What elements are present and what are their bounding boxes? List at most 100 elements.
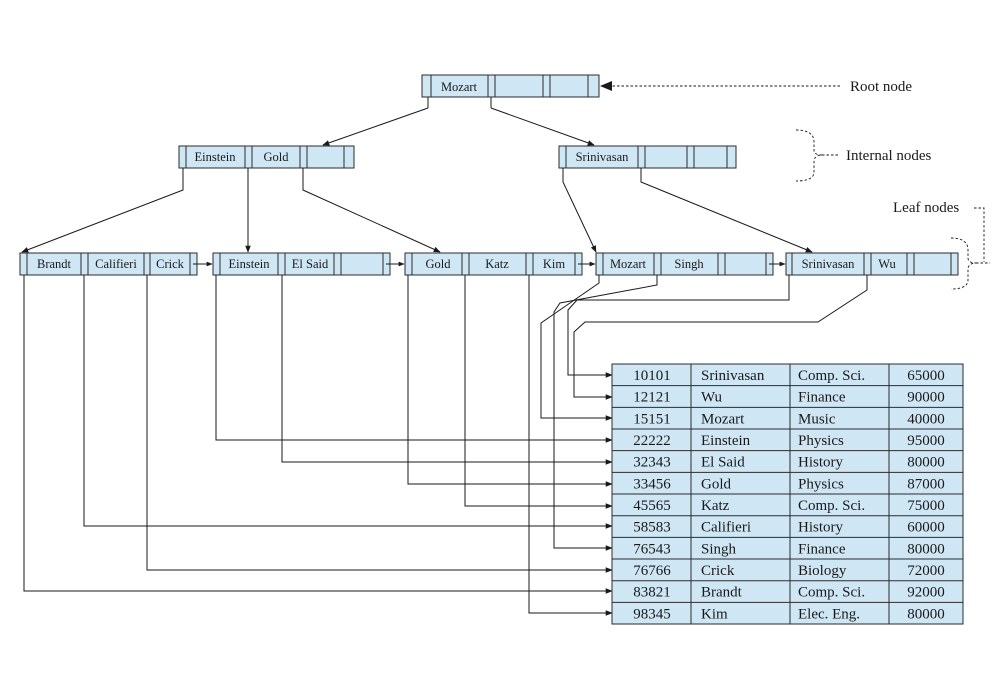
table-cell-salary: 75000 [907,498,945,514]
table-cell-id: 98345 [633,606,671,622]
pointer-srinivasan [567,275,790,378]
pointer-mozart [540,275,613,421]
table-cell-id: 12121 [633,390,671,406]
table-cell-id: 15151 [633,411,671,427]
pointer-el-said [281,275,613,465]
table-cell-name: Wu [701,390,723,406]
leaf-node-4: Mozart Singh [595,252,774,276]
leaf-1-key-3: Crick [156,257,185,271]
labels: Root node Internal nodes Leaf nodes [600,79,990,290]
table-cell-name: Crick [701,563,735,579]
edge-root-to-internal-1 [322,107,429,146]
internal-node-srinivasan: Srinivasan [558,145,737,169]
table-cell-name: Gold [701,476,732,492]
table-cell-salary: 80000 [907,541,945,557]
table-cell-dept: Physics [798,433,844,449]
table-cell-id: 33456 [633,476,671,492]
pointer-wu [573,275,868,400]
leaf-label-leader [974,207,985,262]
leaf-node-1: Brandt Califieri Crick [19,252,198,276]
table-cell-salary: 72000 [907,563,945,579]
pointer-kim [528,275,613,616]
internal-2-key-1: Srinivasan [576,150,630,164]
pointer-brandt [23,275,613,594]
table-cell-name: Einstein [701,433,751,449]
root-node-label: Root node [850,79,912,95]
leaf-2-key-2: El Said [292,257,329,271]
table-cell-dept: Physics [798,476,844,492]
table-cell-salary: 95000 [907,433,945,449]
edge-int2-to-leaf-4 [562,168,597,253]
internal-1-key-2: Gold [264,150,290,164]
pointer-singh [553,275,658,551]
leaf-5-key-2: Wu [878,257,896,271]
table-cell-id: 58583 [633,520,671,536]
leaf-node-3: Gold Katz Kim [404,252,583,276]
table-cell-salary: 90000 [907,390,945,406]
table-cell-name: Califieri [701,520,751,536]
table-cell-name: Brandt [701,585,743,601]
root-key-1: Mozart [441,80,478,94]
tree-edges [21,97,813,267]
table-cell-id: 22222 [633,433,671,449]
internal-nodes-label: Internal nodes [846,148,932,164]
table-cell-salary: 60000 [907,520,945,536]
table-cell-salary: 65000 [907,368,945,384]
leaf-4-key-2: Singh [674,257,704,271]
table-cell-dept: Comp. Sci. [798,585,865,601]
edge-int1-to-leaf-1 [21,168,184,253]
table-cell-id: 10101 [633,368,671,384]
edge-int1-to-leaf-3 [302,168,441,253]
leaf-5-key-1: Srinivasan [802,257,856,271]
leaf-3-key-3: Kim [543,257,566,271]
table-cell-dept: Music [798,411,836,427]
leaf-3-key-1: Gold [426,257,452,271]
table-cell-id: 83821 [633,585,671,601]
table-cell-salary: 40000 [907,411,945,427]
edge-int2-to-leaf-5 [640,168,813,253]
root-label-arrowhead [600,81,612,91]
leaf-4-key-1: Mozart [610,257,647,271]
pointer-katz [464,275,613,509]
table-cell-name: Katz [701,498,730,514]
pointer-califieri [83,275,613,529]
leaf-3-key-2: Katz [485,257,509,271]
table-cell-salary: 80000 [907,455,945,471]
table-cell-name: Kim [701,606,728,622]
edge-root-to-internal-2 [490,107,595,146]
table-cell-dept: Biology [798,563,847,579]
table-cell-id: 76766 [633,563,671,579]
table-cell-id: 45565 [633,498,671,514]
table-cell-salary: 87000 [907,476,945,492]
pointer-crick [146,275,613,573]
table-cell-dept: Comp. Sci. [798,368,865,384]
leaf-2-key-1: Einstein [229,257,271,271]
table-cell-dept: History [798,455,844,471]
table-cell-name: Singh [701,541,737,557]
table-cell-dept: Finance [798,541,846,557]
table-cell-id: 32343 [633,455,671,471]
table-cell-dept: Finance [798,390,846,406]
leaf-node-5: Srinivasan Wu [785,252,959,276]
table-cell-salary: 80000 [907,606,945,622]
leaf-node-2: Einstein El Said [212,252,391,276]
pointer-einstein [215,275,613,443]
table-cell-dept: Comp. Sci. [798,498,865,514]
leaf-nodes-label: Leaf nodes [893,200,959,216]
record-pointers [23,275,868,616]
table-cell-dept: History [798,520,844,536]
leaf-1-key-2: Califieri [95,257,137,271]
table-cell-salary: 92000 [907,585,945,601]
internal-node-einstein-gold: Einstein Gold [178,145,355,169]
leaf-1-key-1: Brandt [37,257,72,271]
table-cell-name: Mozart [701,411,745,427]
table-cell-name: El Said [701,455,745,471]
table-cell-name: Srinivasan [701,368,765,384]
table-cell-id: 76543 [633,541,671,557]
pointer-gold [407,275,613,487]
internal-brace [795,129,823,182]
table-cell-dept: Elec. Eng. [798,606,860,622]
internal-1-key-1: Einstein [195,150,237,164]
